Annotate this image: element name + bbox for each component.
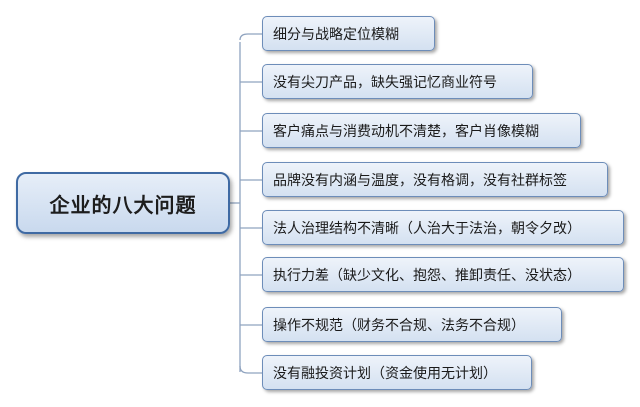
branch-topic-label: 品牌没有内涵与温度，没有格调，没有社群标签 (273, 172, 567, 189)
branch-topic-label: 没有融投资计划（资金使用无计划） (273, 365, 497, 382)
branch-topic-label: 操作不规范（财务不合规、法务不合规） (273, 317, 525, 334)
branch-topic-1: 细分与战略定位模糊 (262, 16, 435, 51)
connector-branch-1 (239, 33, 262, 41)
branch-topic-4: 品牌没有内涵与温度，没有格调，没有社群标签 (262, 162, 608, 197)
branch-topic-3: 客户痛点与消费动机不清楚，客户肖像模糊 (262, 113, 581, 148)
root-topic: 企业的八大问题 (16, 172, 230, 234)
connector-branch-8 (239, 365, 262, 374)
branch-topic-7: 操作不规范（财务不合规、法务不合规） (262, 307, 562, 342)
root-topic-label: 企业的八大问题 (49, 192, 197, 217)
branch-topic-label: 没有尖刀产品，缺失强记忆商业符号 (273, 74, 497, 91)
branch-topic-label: 执行力差（缺少文化、抱怨、推卸责任、没状态） (273, 267, 581, 284)
branch-topic-2: 没有尖刀产品，缺失强记忆商业符号 (262, 64, 533, 99)
branch-topic-label: 法人治理结构不清晰（人治大于法治，朝令夕改） (273, 220, 581, 237)
branch-topic-label: 客户痛点与消费动机不清楚，客户肖像模糊 (273, 123, 539, 140)
branch-topic-label: 细分与战略定位模糊 (273, 26, 399, 43)
branch-topic-5: 法人治理结构不清晰（人治大于法治，朝令夕改） (262, 210, 624, 245)
branch-topic-6: 执行力差（缺少文化、抱怨、推卸责任、没状态） (262, 257, 624, 292)
branch-topic-8: 没有融投资计划（资金使用无计划） (262, 355, 532, 390)
